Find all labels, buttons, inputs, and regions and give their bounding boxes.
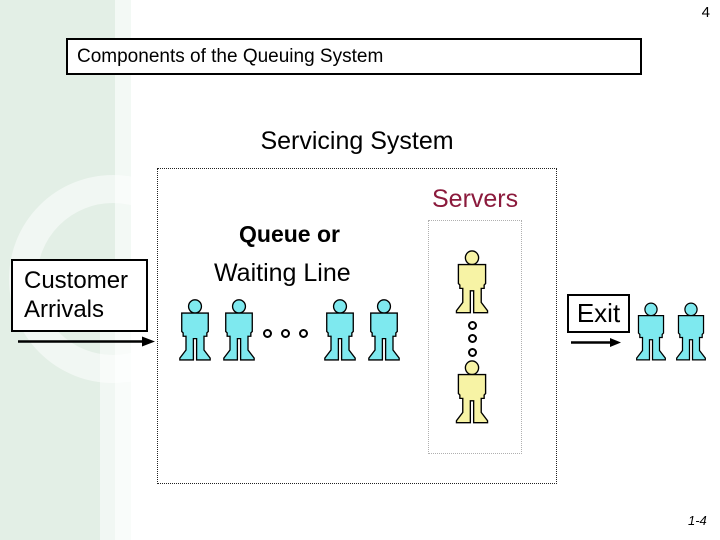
footer-page-number: 1-4 [688, 513, 707, 528]
customer-person-icon [179, 299, 211, 361]
title-box: Components of the Queuing System [66, 38, 642, 75]
servers-boundary [428, 220, 522, 454]
exit-box: Exit [567, 294, 630, 333]
customer-person-icon [223, 299, 255, 361]
slide-number: 4 [701, 4, 710, 21]
customer-person-icon [636, 302, 666, 361]
servicing-system-boundary [157, 168, 557, 484]
servers-ellipsis-dot [468, 348, 477, 357]
server-person-icon [455, 250, 489, 314]
customer-person-icon [324, 299, 356, 361]
queue-ellipsis-dot [263, 329, 272, 338]
servicing-system-label: Servicing System [260, 127, 454, 155]
customer-arrivals-line1: Customer [24, 267, 129, 294]
customer-arrivals-line2: Arrivals [24, 296, 105, 323]
queue-label-line1: Queue or [239, 221, 340, 247]
arrivals-arrow-icon [18, 336, 155, 347]
slide-title: Components of the Queuing System [77, 45, 384, 67]
exit-label: Exit [576, 298, 621, 328]
exit-arrow-icon [571, 338, 621, 347]
server-person-icon [455, 360, 489, 424]
queue-ellipsis-dot [299, 329, 308, 338]
customer-person-icon [368, 299, 400, 361]
customer-arrivals-box: Customer Arrivals [11, 259, 148, 332]
customer-person-icon [676, 302, 706, 361]
servers-ellipsis-dot [468, 334, 477, 343]
queue-label-line2: Waiting Line [214, 259, 351, 287]
queue-ellipsis-dot [281, 329, 290, 338]
servers-ellipsis-dot [468, 321, 477, 330]
servers-label: Servers [432, 185, 519, 213]
